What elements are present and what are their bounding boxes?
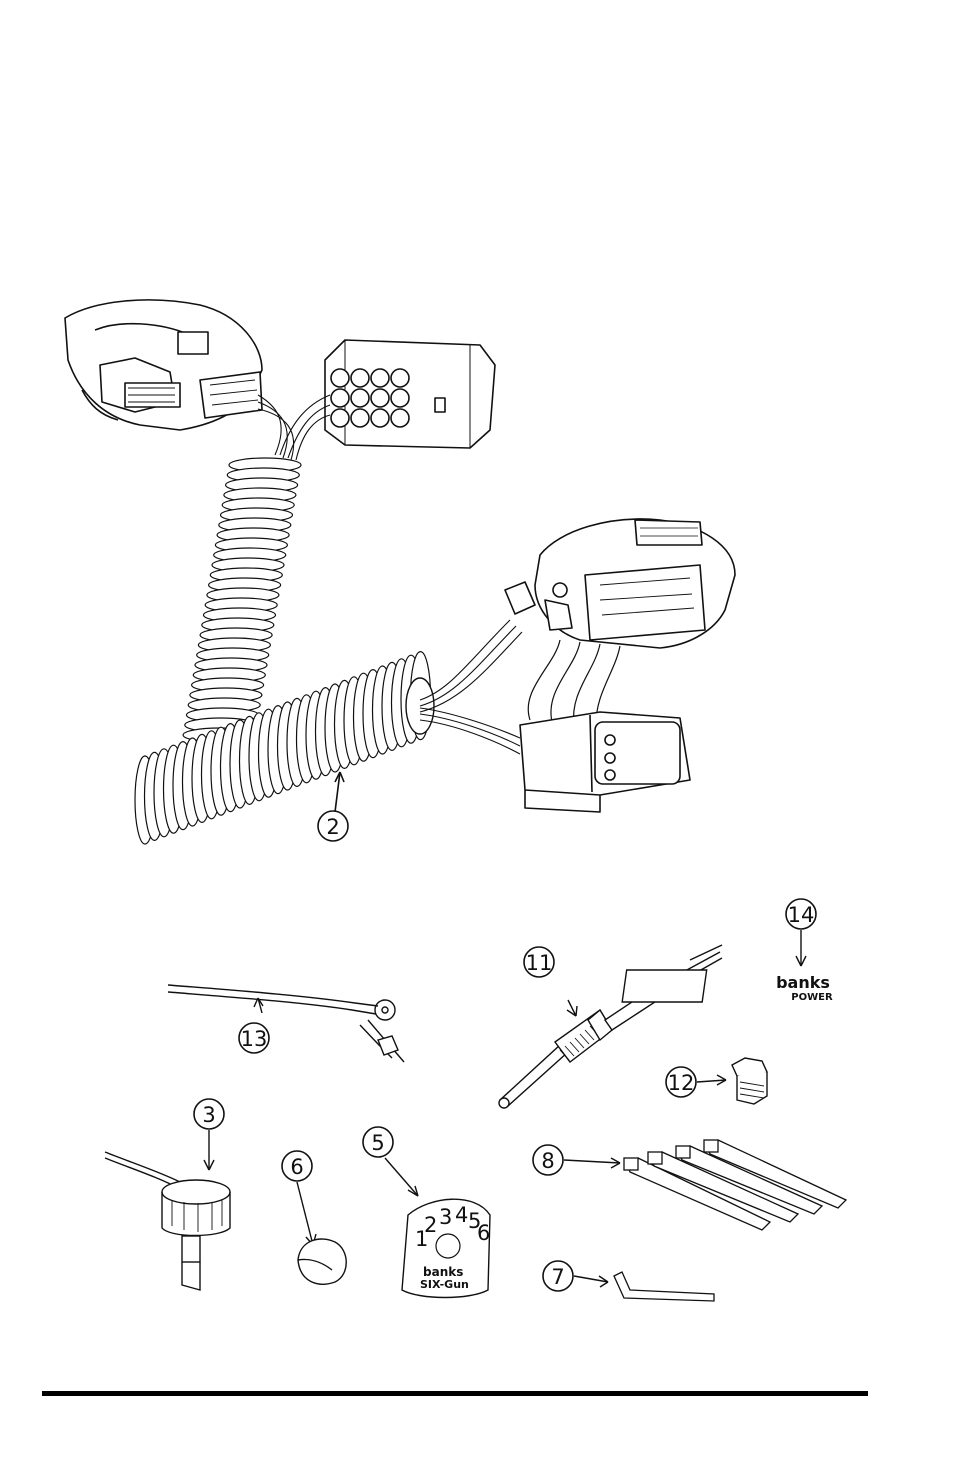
callout-2: 2 (318, 811, 348, 841)
callout-5: 5 (363, 1127, 418, 1196)
svg-text:7: 7 (551, 1265, 564, 1289)
lower-right-connector-block (520, 712, 690, 812)
banks-power-decal: banks POWER (622, 970, 833, 1003)
callout-8: 8 (533, 1145, 620, 1175)
svg-text:11: 11 (526, 951, 553, 975)
svg-text:SIX-Gun: SIX-Gun (420, 1278, 469, 1291)
upper-harness-wires (258, 395, 330, 460)
callout-11: 11 (524, 947, 554, 977)
cable-ties-illustration (624, 1140, 846, 1230)
svg-text:5: 5 (371, 1131, 384, 1155)
switch-knob-illustration (298, 1239, 346, 1284)
selector-switch-illustration (105, 1152, 230, 1290)
callout-14: 14 (786, 899, 816, 966)
callout-6: 6 (282, 1151, 316, 1245)
svg-text:3: 3 (202, 1103, 215, 1127)
dial-face-plate-illustration: 1 2 3 4 5 6 banks SIX-Gun (402, 1199, 490, 1297)
svg-text:6: 6 (477, 1221, 490, 1245)
callout-3: 3 (194, 1099, 224, 1170)
upper-right-multipin-connector (325, 340, 495, 448)
horizontal-conduit (135, 652, 434, 844)
callout-13: 13 (239, 1023, 269, 1053)
svg-text:banks: banks (776, 973, 830, 992)
svg-text:13: 13 (241, 1027, 268, 1051)
svg-text:8: 8 (541, 1149, 554, 1173)
svg-text:2: 2 (326, 815, 339, 839)
upper-left-hand-connector (65, 300, 262, 430)
lower-harness-wires (420, 620, 522, 754)
svg-text:14: 14 (788, 903, 815, 927)
svg-text:3: 3 (439, 1205, 452, 1229)
svg-text:2: 2 (424, 1213, 437, 1237)
lower-right-hand-connector (535, 519, 735, 648)
callout-12: 12 (666, 1067, 726, 1097)
allen-wrench-illustration (614, 1272, 714, 1301)
svg-text:POWER: POWER (791, 992, 833, 1003)
svg-text:4: 4 (455, 1203, 468, 1227)
wiring-harness-illustration (65, 300, 735, 844)
footer-rule (42, 1391, 868, 1396)
compression-fitting-illustration (732, 1058, 767, 1104)
ground-wire-illustration (168, 985, 404, 1062)
callout-7: 7 (543, 1261, 608, 1291)
vertical-conduit (183, 458, 301, 742)
svg-text:banks: banks (423, 1265, 463, 1279)
inline-connector (505, 582, 535, 614)
svg-text:12: 12 (668, 1071, 695, 1095)
svg-text:6: 6 (290, 1155, 303, 1179)
